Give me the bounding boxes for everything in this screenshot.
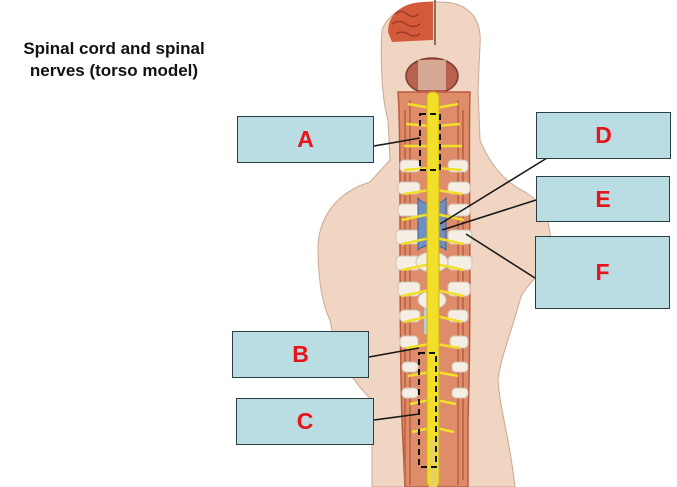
label-letter-b: B [292, 341, 309, 367]
label-letter-f: F [595, 259, 610, 285]
label-box-a[interactable]: A [237, 116, 374, 163]
label-box-f[interactable]: F [535, 236, 670, 309]
label-letter-c: C [296, 408, 314, 434]
leader-line-b [368, 347, 420, 358]
label-box-d[interactable]: D [536, 112, 671, 159]
title-line-1: Spinal cord and spinal [23, 39, 205, 58]
leader-line-c [373, 413, 420, 421]
label-box-b[interactable]: B [232, 331, 369, 378]
leader-line-d [439, 157, 548, 225]
vertebral-column [395, 159, 473, 399]
leader-lines [368, 137, 548, 421]
cauda-equina [429, 440, 437, 487]
diagram-title: Spinal cord and spinal nerves (torso mod… [0, 38, 228, 82]
brain-folds [391, 10, 421, 37]
leader-line-e [441, 199, 537, 231]
neck-cut [418, 60, 446, 90]
label-letter-a: A [297, 126, 314, 152]
label-letter-d: D [595, 122, 612, 148]
title-line-2: nerves (torso model) [29, 61, 199, 80]
lower-dashed-region [418, 352, 437, 468]
leader-line-f [465, 233, 536, 279]
label-letter-e: E [595, 185, 611, 212]
label-box-e[interactable]: E [536, 176, 670, 222]
leader-line-a [373, 137, 421, 147]
spinal-cord [426, 91, 440, 487]
label-box-c[interactable]: C [236, 398, 374, 445]
upper-dashed-region [419, 113, 441, 171]
